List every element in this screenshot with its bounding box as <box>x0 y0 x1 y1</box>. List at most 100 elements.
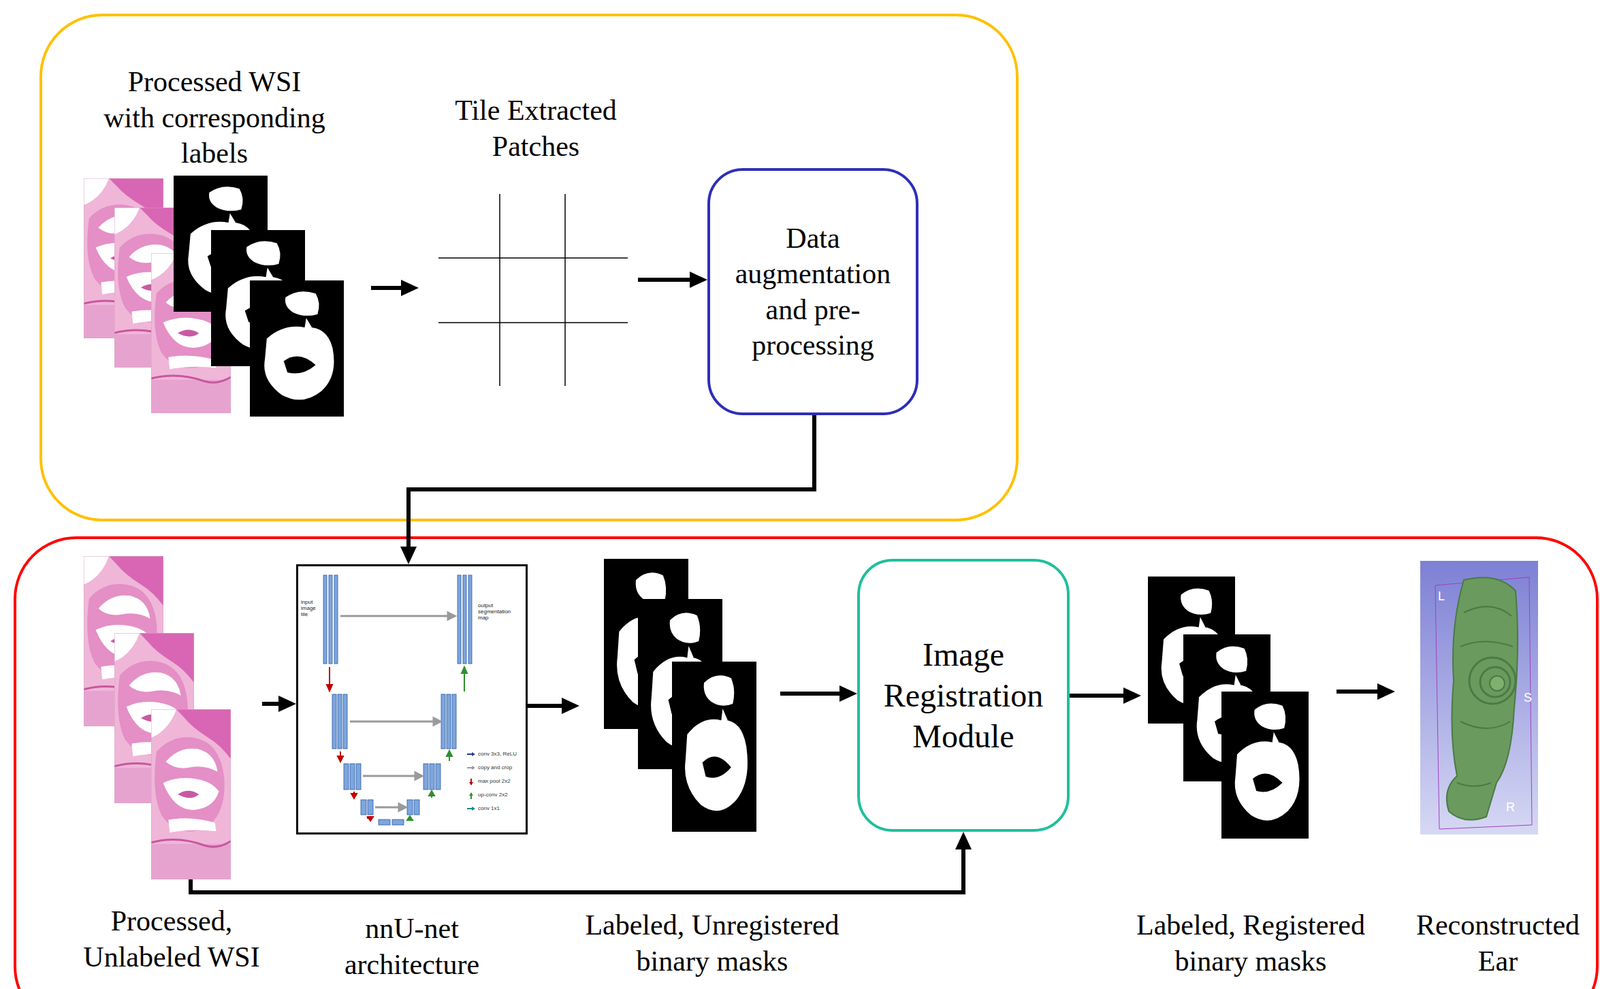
figure-legend-text: max pool 2x2 <box>477 778 511 785</box>
axis-letter: L <box>1437 589 1445 604</box>
tile-grid-part <box>438 257 628 259</box>
figure-legend-text: up-conv 2x2 <box>477 791 508 798</box>
connector-line <box>780 691 843 696</box>
flow-arrow <box>780 685 858 702</box>
render-node: Reconstructed Ear <box>1395 561 1560 835</box>
unet-illustration-part-part <box>468 575 472 664</box>
flow-arrow <box>262 695 297 713</box>
figure-legend-text-anchor: conv 3x3, ReLU <box>477 750 517 758</box>
stack-caption: Processed, Unlabeled WSI <box>72 903 271 975</box>
connector-line <box>1069 693 1127 698</box>
unet-illustration-part-part <box>469 782 474 786</box>
unet-illustration-part-part <box>349 763 355 790</box>
figure-legend-text-anchor: copy and crop <box>477 764 512 771</box>
unet-illustration-part-part <box>469 792 474 796</box>
connector-line <box>527 704 565 709</box>
figure-legend-text-anchor: max pool 2x2 <box>477 778 511 785</box>
slide-stack-node: Processed, Unlabeled WSI <box>78 556 263 880</box>
grid-heading: Tile Extracted Patches <box>446 92 626 165</box>
unet-illustration-part-part <box>407 816 413 821</box>
unet-illustration-part-part <box>328 667 331 687</box>
ear-render-part <box>1457 782 1492 787</box>
connector-line <box>1336 689 1381 694</box>
unet-illustration-part-part <box>343 694 348 749</box>
stack-heading: Processed WSI with corresponding labels <box>101 64 329 172</box>
unet-illustration-part-part <box>413 800 420 815</box>
unet-illustration-part-part <box>467 767 473 769</box>
tile-grid-part <box>499 194 501 387</box>
arrowhead <box>839 685 858 702</box>
ear-render-part <box>1460 642 1513 648</box>
axis-letter-anchor: S <box>1523 691 1532 706</box>
unet-illustration <box>298 566 526 833</box>
registered-mask-stack <box>1147 576 1309 839</box>
flow-arrow <box>527 697 580 715</box>
unet-illustration-part-part <box>471 765 476 771</box>
ear-render-part <box>1420 561 1539 835</box>
arrowhead <box>955 832 972 850</box>
unet-illustration-part-part <box>392 819 404 826</box>
unet-illustration-part-part <box>349 721 436 724</box>
figure-annotation: output segmentation map <box>477 602 517 622</box>
unet-illustration-part-part <box>446 750 453 757</box>
figure-legend-text-anchor: conv 1x1 <box>477 805 500 812</box>
unet-illustration-part-part <box>446 694 451 749</box>
unet-illustration-part-part <box>340 615 450 618</box>
axis-letter: S <box>1523 691 1532 706</box>
mask-stack-node: Labeled, Registered binary masks <box>1141 576 1337 839</box>
flow-arrow <box>400 415 815 565</box>
figure-legend-text-anchor: up-conv 2x2 <box>477 791 508 798</box>
unet-illustration-part-part <box>428 791 435 796</box>
flow-arrow <box>1336 683 1396 700</box>
unet-illustration-part-part <box>356 763 361 790</box>
arrowhead <box>561 697 580 715</box>
labeled-slide-stack <box>83 175 344 417</box>
connector-line <box>637 277 693 282</box>
flow-arrow <box>190 832 972 893</box>
connector-line <box>262 701 282 707</box>
inference-group-frame <box>14 537 1598 989</box>
ear-render-part <box>1480 667 1511 698</box>
training-group-frame <box>40 14 1018 521</box>
ear-render-part <box>1460 721 1511 729</box>
process-label: Data augmentation and pre-processing <box>731 220 895 364</box>
figure-legend-text: conv 1x1 <box>477 805 500 812</box>
unet-illustration-part-part <box>435 763 441 790</box>
ear-render-part <box>1489 676 1505 692</box>
unet-illustration-part-part <box>415 772 423 780</box>
process-box: Data augmentation and pre-processing <box>707 168 919 416</box>
tile-grid <box>438 194 628 387</box>
unet-illustration-part-part <box>332 694 337 749</box>
unet-illustration-part-part <box>360 800 367 815</box>
figure-annotation-anchor: input image tile <box>300 599 322 619</box>
unregistered-mask-stack <box>603 558 757 832</box>
figure-annotation-anchor: output segmentation map <box>477 602 517 622</box>
unet-illustration-part-part <box>334 575 338 664</box>
unet-illustration-part-part <box>463 672 466 692</box>
slide-stack-node: Processed WSI with corresponding labels <box>78 170 372 417</box>
unet-illustration-part-part <box>462 575 467 664</box>
unet-illustration-part-part <box>423 763 429 790</box>
arrowhead <box>401 279 419 297</box>
ear-render-part <box>1469 657 1516 704</box>
flow-arrow <box>637 271 708 288</box>
figure-legend-text: copy and crop <box>477 764 512 771</box>
unet-illustration-part <box>407 667 468 821</box>
unet-illustration-part-part <box>467 753 473 756</box>
unet-illustration-part <box>467 752 476 811</box>
ear-render-part <box>1463 606 1512 617</box>
unet-illustration-part-part <box>448 612 455 620</box>
ear-render-part <box>1435 577 1532 830</box>
render-caption: Reconstructed Ear <box>1405 907 1590 980</box>
axis-letter-anchor: L <box>1437 589 1445 604</box>
unregistered-mask-stack-part <box>672 661 757 832</box>
labeled-slide-stack-part <box>249 280 344 417</box>
unet-illustration-part <box>298 566 526 833</box>
unet-illustration-part-part <box>362 775 417 778</box>
unet-illustration-part <box>323 575 472 826</box>
unet-illustration-part-part <box>461 667 468 674</box>
unet-illustration-part <box>326 667 374 822</box>
unet-illustration-part-part <box>337 694 342 749</box>
figure-legend-text: conv 3x3, ReLU <box>477 750 517 758</box>
unet-illustration-part-part <box>343 763 349 790</box>
